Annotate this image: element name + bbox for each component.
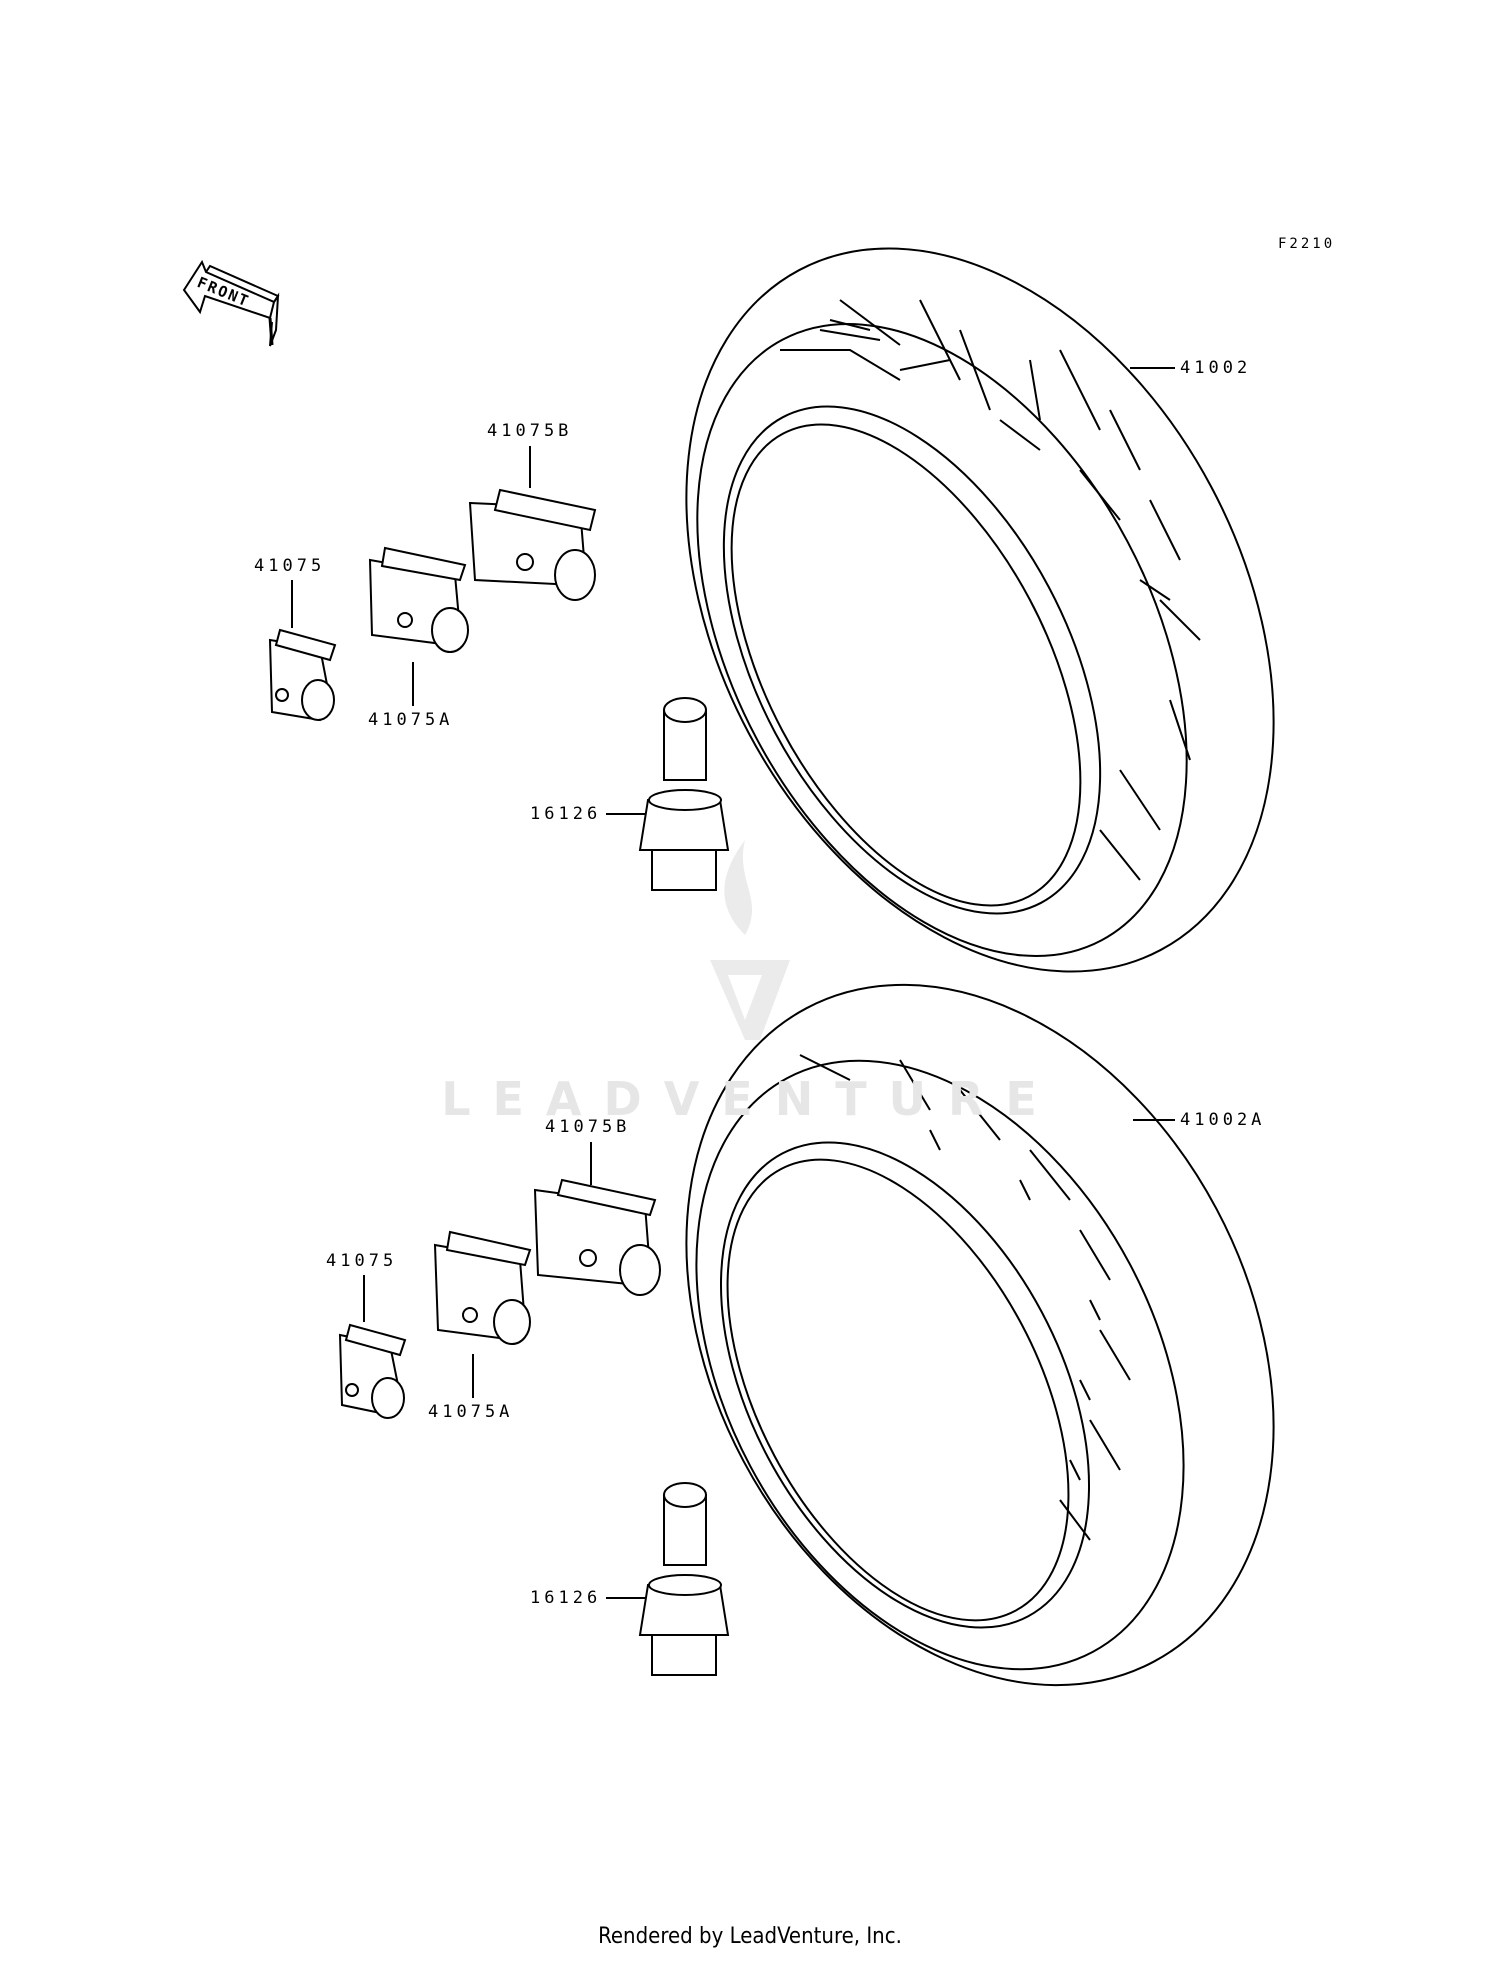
diagram-code: F2210 (1278, 236, 1336, 252)
label-valve-top: 16126 (530, 804, 602, 824)
label-weight-top: 41075 (254, 556, 326, 576)
label-tire-rear: 41002A (1180, 1110, 1266, 1130)
watermark-text: LEADVENTURE (441, 1072, 1059, 1126)
leaders-top (291, 446, 648, 815)
label-weight-b-top: 41075B (487, 421, 573, 441)
label-weight-b-bottom: 41075B (545, 1117, 631, 1137)
weights-top-drawing (268, 488, 597, 722)
label-tire-front: 41002 (1180, 358, 1252, 378)
label-weight-bottom: 41075 (326, 1251, 398, 1271)
label-weight-a-top: 41075A (368, 710, 454, 730)
valve-bottom-drawing (638, 1482, 730, 1676)
label-weight-a-bottom: 41075A (428, 1402, 514, 1422)
tire-front-drawing (685, 247, 1275, 973)
watermark-logo (710, 840, 790, 1040)
tire-rear-drawing (685, 983, 1275, 1687)
weights-bottom-drawing (338, 1178, 661, 1419)
footer-credit: Rendered by LeadVenture, Inc. (598, 1924, 902, 1949)
valve-top-drawing (638, 697, 730, 891)
front-arrow-icon (182, 259, 280, 347)
label-valve-bottom: 16126 (530, 1588, 602, 1608)
leaders-bottom (363, 1142, 648, 1599)
